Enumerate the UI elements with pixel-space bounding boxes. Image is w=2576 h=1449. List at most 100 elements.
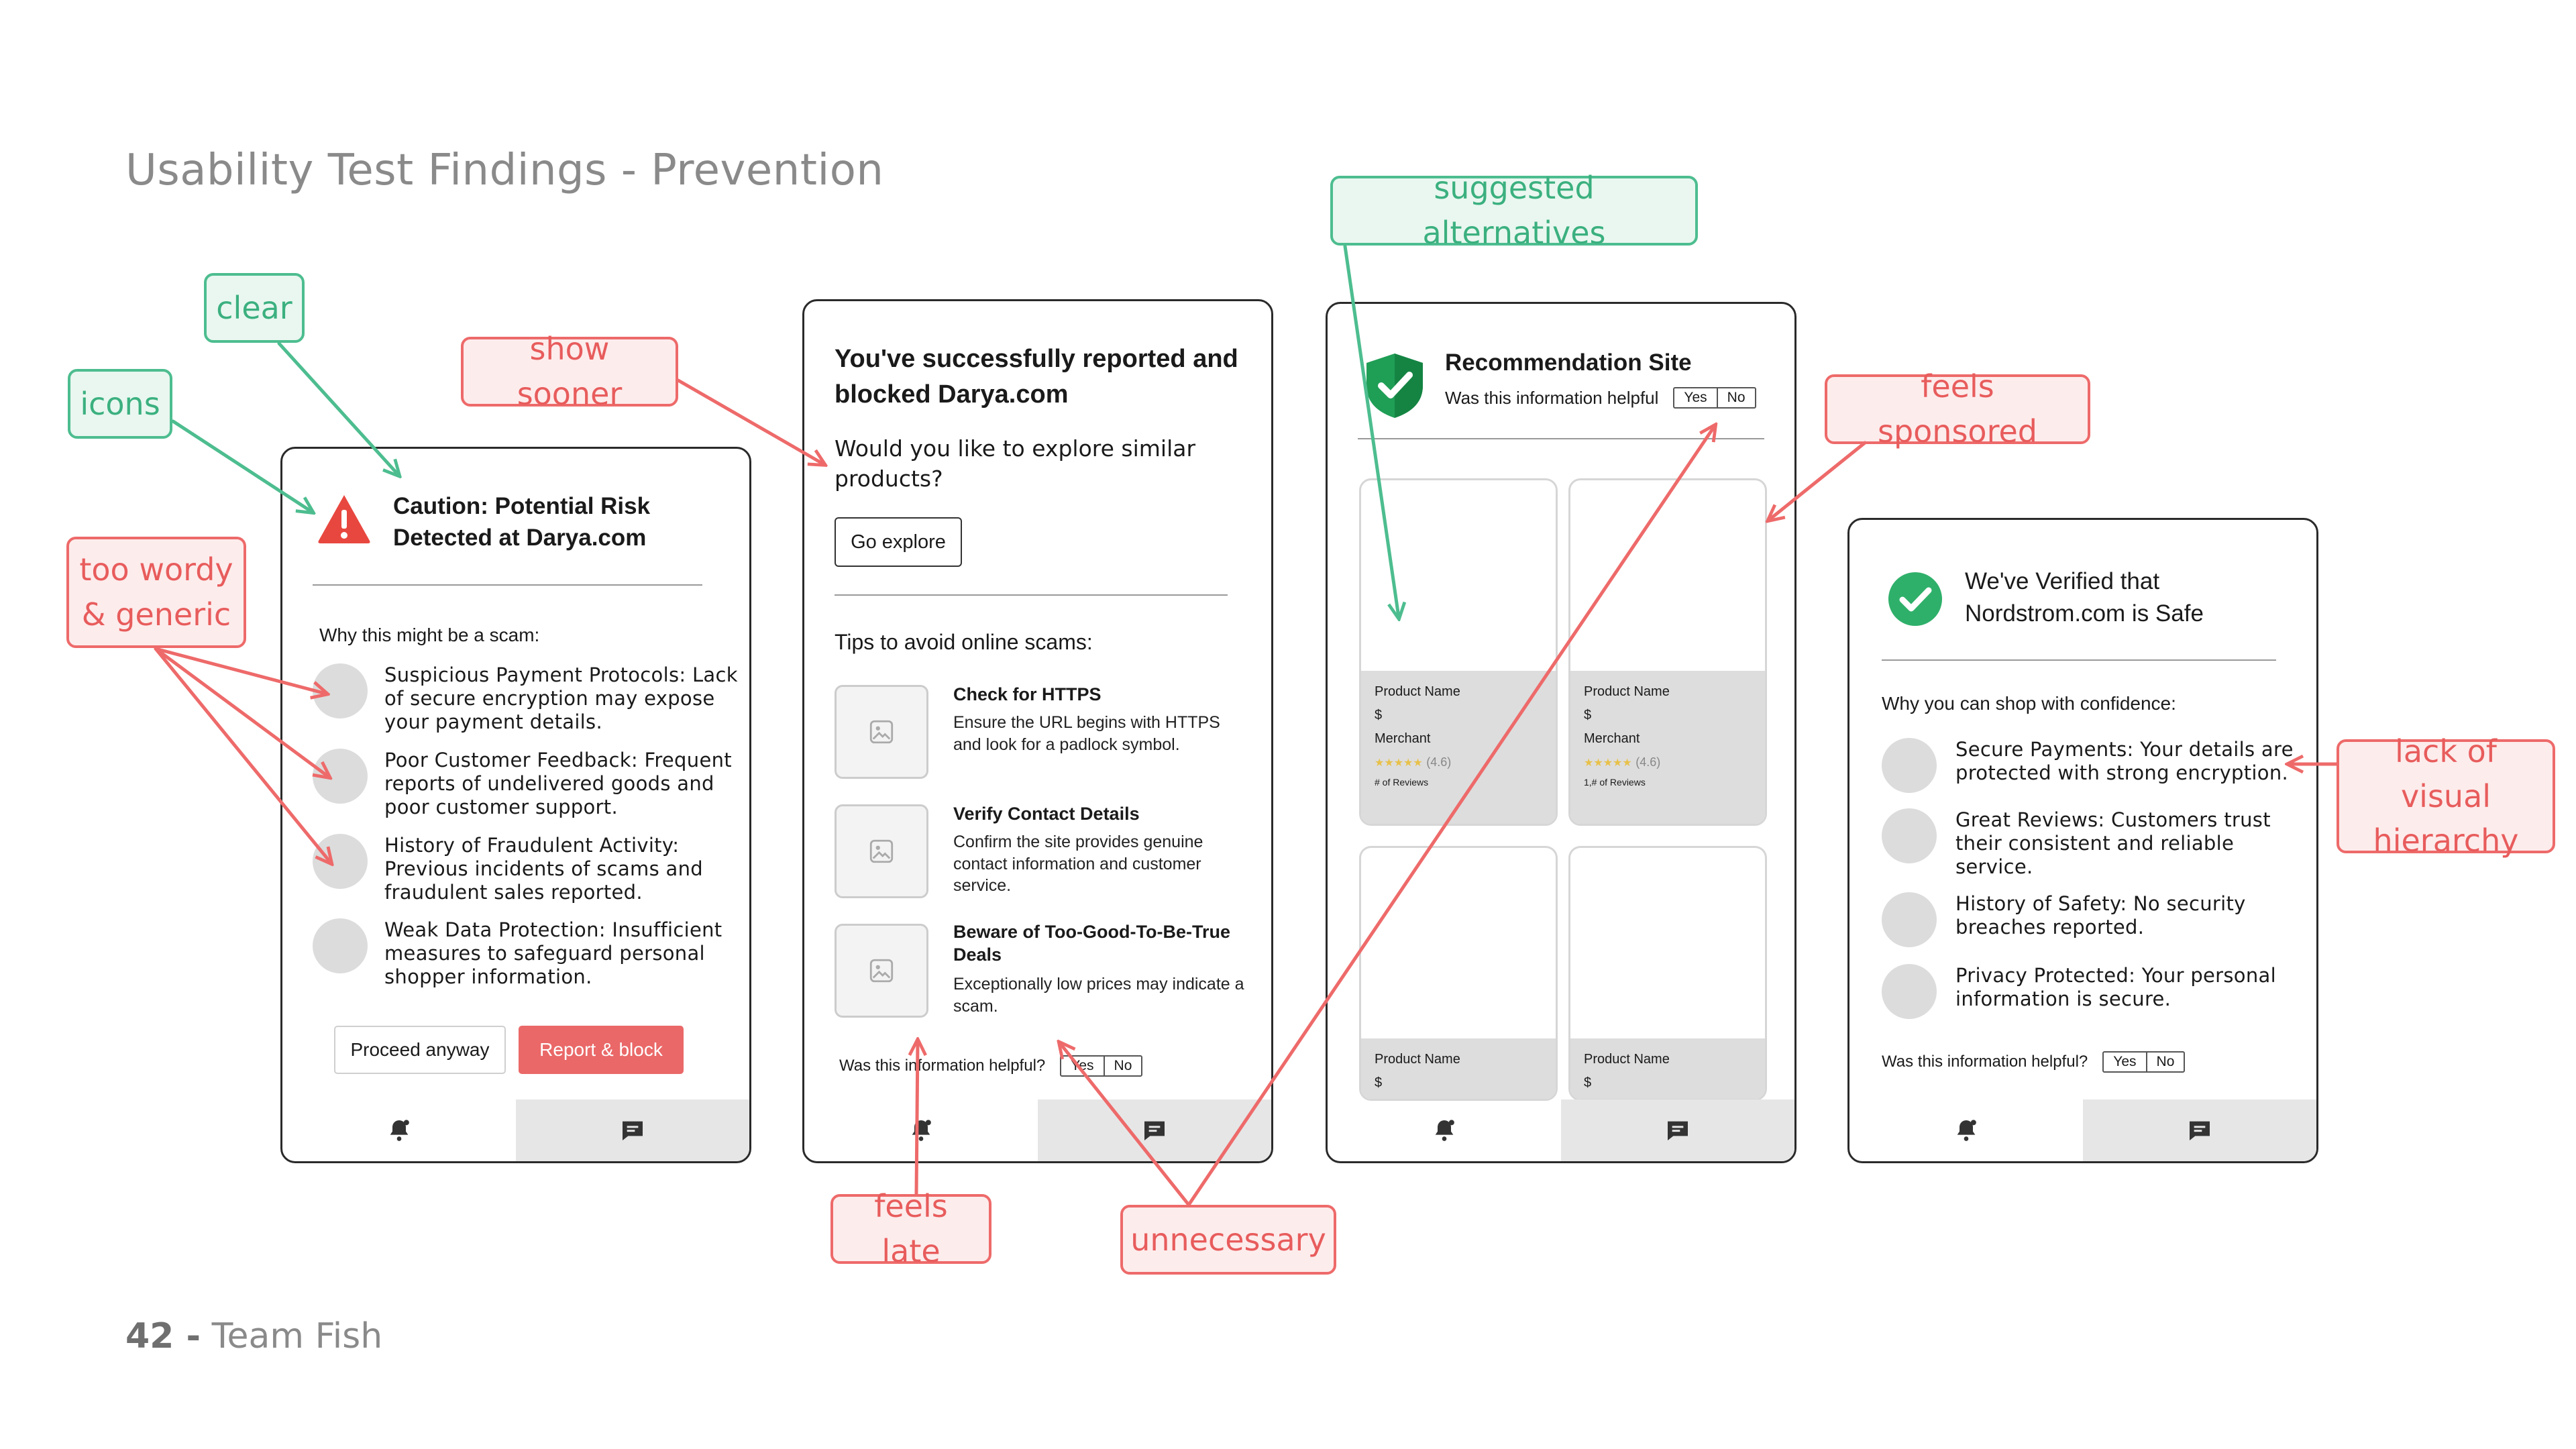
- go-explore-button[interactable]: Go explore: [835, 517, 962, 567]
- item-text: History of Fraudulent Activity: Previous…: [384, 834, 703, 904]
- product-price: $: [1584, 708, 1592, 722]
- annotation-line: lack of visual: [2395, 733, 2497, 814]
- yes-button[interactable]: Yes: [2113, 1054, 2137, 1069]
- phone-reported-screen: You've successfully reported and blocked…: [802, 299, 1273, 1163]
- bell-icon: [1957, 1120, 1976, 1141]
- tip-body: Ensure the URL begins with HTTPS and loo…: [953, 713, 1220, 754]
- list-item: Secure Payments: Your details are protec…: [1882, 738, 2311, 793]
- tip-body: Exceptionally low prices may indicate a …: [953, 975, 1244, 1016]
- bottom-nav: [804, 1099, 1271, 1161]
- team-name: Team Fish: [211, 1316, 383, 1356]
- item-icon-placeholder: [1882, 892, 1937, 947]
- bell-icon: [1435, 1120, 1454, 1141]
- annotation-line: & generic: [81, 596, 231, 633]
- item-text: Great Reviews: Customers trust their con…: [1955, 808, 2271, 878]
- rating-value: (4.6): [1426, 755, 1452, 769]
- divider: [1882, 659, 2276, 661]
- review-count: # of Reviews: [1375, 777, 1429, 788]
- bottom-nav: [1328, 1099, 1794, 1161]
- review-count: 1,# of Reviews: [1584, 777, 1646, 788]
- recommendation-title: Recommendation Site: [1445, 350, 1692, 376]
- tips-heading: Tips to avoid online scams:: [835, 630, 1093, 654]
- nav-notifications[interactable]: [1849, 1099, 2083, 1161]
- arrow-unnecessary-1: [1060, 1043, 1191, 1207]
- tip-heading: Check for HTTPS: [953, 684, 1102, 704]
- yes-button[interactable]: Yes: [1684, 390, 1707, 405]
- verified-title: We've Verified that Nordstrom.com is Saf…: [1965, 568, 2204, 627]
- product-meta: Product Name $ Merchant ★★★★★ (4.6) 1,# …: [1570, 671, 1765, 824]
- nav-messages[interactable]: [1561, 1099, 1794, 1161]
- nav-messages[interactable]: [1038, 1099, 1271, 1161]
- annotation-line: hierarchy: [2373, 822, 2519, 859]
- no-button[interactable]: No: [2145, 1053, 2184, 1071]
- annotation-too-wordy: too wordy & generic: [66, 537, 246, 648]
- nav-notifications[interactable]: [282, 1099, 516, 1161]
- product-price: $: [1375, 708, 1383, 722]
- arrow-suggested-alternatives: [1343, 244, 1399, 617]
- chat-icon: [1668, 1121, 1688, 1140]
- caution-title: Caution: Potential Risk Detected at Dary…: [393, 493, 651, 551]
- phone-caution-screen: Caution: Potential Risk Detected at Dary…: [280, 447, 751, 1163]
- slide-footer: 42 - Team Fish: [125, 1316, 382, 1356]
- image-placeholder-icon: [835, 685, 928, 779]
- product-card[interactable]: Product Name $: [1568, 846, 1767, 1101]
- annotation-feels-late: feels late: [830, 1188, 991, 1269]
- arrow-show-sooner: [676, 378, 824, 464]
- star-rating-icon: ★★★★★: [1375, 757, 1423, 769]
- helpful-question: Was this information helpful: [1445, 387, 1659, 408]
- list-item: History of Safety: No security breaches …: [1882, 892, 2311, 947]
- bottom-nav: [1849, 1099, 2316, 1161]
- confidence-heading: Why you can shop with confidence:: [1882, 693, 2176, 714]
- bottom-nav: [282, 1099, 749, 1161]
- no-button[interactable]: No: [1716, 388, 1755, 407]
- item-text: Weak Data Protection: Insufficient measu…: [384, 918, 722, 988]
- product-merchant: Merchant: [1375, 731, 1431, 746]
- arrow-too-wordy-2: [154, 647, 329, 777]
- check-circle-icon: [1888, 572, 1942, 626]
- proceed-anyway-button[interactable]: Proceed anyway: [334, 1026, 506, 1074]
- product-card[interactable]: Product Name $ Merchant ★★★★★ (4.6) 1,# …: [1568, 478, 1767, 826]
- annotation-clear: clear: [204, 273, 305, 343]
- product-price: $: [1584, 1075, 1592, 1090]
- star-rating-icon: ★★★★★: [1584, 757, 1632, 769]
- list-item: Privacy Protected: Your personal informa…: [1882, 964, 2311, 1019]
- no-button[interactable]: No: [1103, 1057, 1142, 1075]
- annotation-lack-of-visual-hierarchy: lack of visual hierarchy: [2337, 733, 2555, 859]
- item-icon-placeholder: [1882, 808, 1937, 863]
- product-price: $: [1375, 1075, 1383, 1090]
- image-placeholder-icon: [835, 804, 928, 898]
- item-text: History of Safety: No security breaches …: [1955, 892, 2246, 938]
- list-item: Great Reviews: Customers trust their con…: [1882, 808, 2311, 878]
- chat-icon: [2190, 1121, 2210, 1140]
- nav-messages[interactable]: [516, 1099, 749, 1161]
- divider: [1358, 438, 1764, 439]
- product-card[interactable]: Product Name $ Merchant ★★★★★ (4.6) # of…: [1359, 478, 1558, 826]
- annotation-line: too wordy: [79, 551, 233, 588]
- report-block-button[interactable]: Report & block: [519, 1026, 684, 1074]
- product-card[interactable]: Product Name $: [1359, 846, 1558, 1101]
- arrow-unnecessary-2: [1187, 426, 1715, 1207]
- helpful-feedback: Was this information helpful? Yes No: [839, 1055, 1143, 1077]
- phone-verified-screen: We've Verified that Nordstrom.com is Saf…: [1847, 518, 2318, 1163]
- arrow-too-wordy-1: [154, 647, 326, 694]
- item-icon-placeholder: [1882, 964, 1937, 1019]
- slide-title: Usability Test Findings - Prevention: [125, 146, 884, 195]
- arrow-feels-late: [916, 1041, 918, 1196]
- annotation-icons: icons: [68, 369, 172, 439]
- annotation-unnecessary: unnecessary: [1120, 1205, 1336, 1275]
- item-text: Privacy Protected: Your personal informa…: [1955, 964, 2276, 1010]
- tip-body: Confirm the site provides genuine contac…: [953, 833, 1203, 895]
- nav-messages[interactable]: [2083, 1099, 2316, 1161]
- tip-heading: Verify Contact Details: [953, 804, 1140, 824]
- scam-reasons-heading: Why this might be a scam:: [319, 625, 540, 645]
- warning-icon: [318, 495, 370, 543]
- chat-icon: [623, 1121, 643, 1140]
- annotation-suggested-alternatives: suggested alternatives: [1330, 170, 1698, 251]
- explore-question: Would you like to explore similar produc…: [835, 435, 1196, 492]
- nav-notifications[interactable]: [1328, 1099, 1561, 1161]
- reported-title: You've successfully reported and blocked…: [835, 345, 1238, 409]
- item-text: Poor Customer Feedback: Frequent reports…: [384, 749, 732, 818]
- helpful-question: Was this information helpful?: [1882, 1053, 2088, 1071]
- page-number: 42 -: [125, 1316, 201, 1356]
